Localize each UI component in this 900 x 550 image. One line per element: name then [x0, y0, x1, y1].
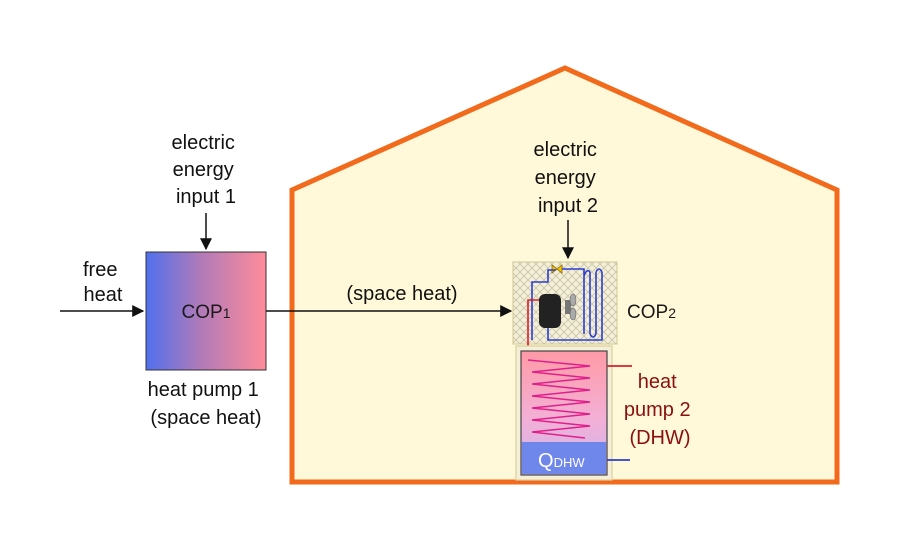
heat-pump-1-line-2: (space heat) [150, 407, 261, 429]
electric-input-2-line-3: input 2 [538, 195, 598, 217]
heat-pump-1-box [145, 251, 267, 371]
heat-pump-2-line-3: (DHW) [629, 427, 690, 449]
space-heat-label: (space heat) [346, 283, 457, 305]
dhw-tank: QDHW [515, 345, 632, 481]
tank-bottom-zone [522, 442, 606, 474]
qdhw-main: Q [538, 450, 554, 472]
cop1-label: COP1 [182, 302, 231, 323]
fan-icon [565, 293, 577, 321]
free-heat-label: free heat [83, 259, 123, 306]
heat-pump-1-line-1: heat pump 1 [148, 379, 259, 401]
condenser-coil-icon [583, 268, 603, 338]
cop2-label: COP2 [627, 302, 676, 323]
electric-input-1-line-3: input 1 [176, 186, 236, 208]
electric-input-1-line-2: energy [173, 159, 234, 181]
heat-pump-2-label: heat pump 2 (DHW) [624, 371, 696, 449]
free-heat-line-1: free [83, 259, 117, 281]
compressor-icon [539, 294, 561, 328]
heat-pump-1-label: heat pump 1 (space heat) [148, 379, 265, 429]
tank-coil-icon [527, 359, 591, 439]
cop1-subscript: 1 [223, 305, 231, 321]
electric-input-2-line-2: energy [535, 167, 596, 189]
cop1-main: COP [182, 302, 223, 323]
qdhw-label: QDHW [538, 450, 585, 472]
heat-pump-2-line-1: heat [638, 371, 677, 393]
cop2-main: COP [627, 302, 668, 323]
electric-energy-input-2-label: electric energy input 2 [534, 139, 603, 217]
qdhw-subscript: DHW [554, 455, 586, 470]
refrigerant-lines [527, 268, 603, 360]
heat-pump-2-line-2: pump 2 [624, 399, 691, 421]
cop2-subscript: 2 [668, 305, 676, 321]
electric-input-2-line-1: electric [534, 139, 597, 161]
electric-energy-input-1-label: electric energy input 1 [172, 132, 241, 208]
heat-pump-2-unit [512, 261, 618, 360]
free-heat-line-2: heat [84, 284, 123, 306]
electric-input-1-line-1: electric [172, 132, 235, 154]
